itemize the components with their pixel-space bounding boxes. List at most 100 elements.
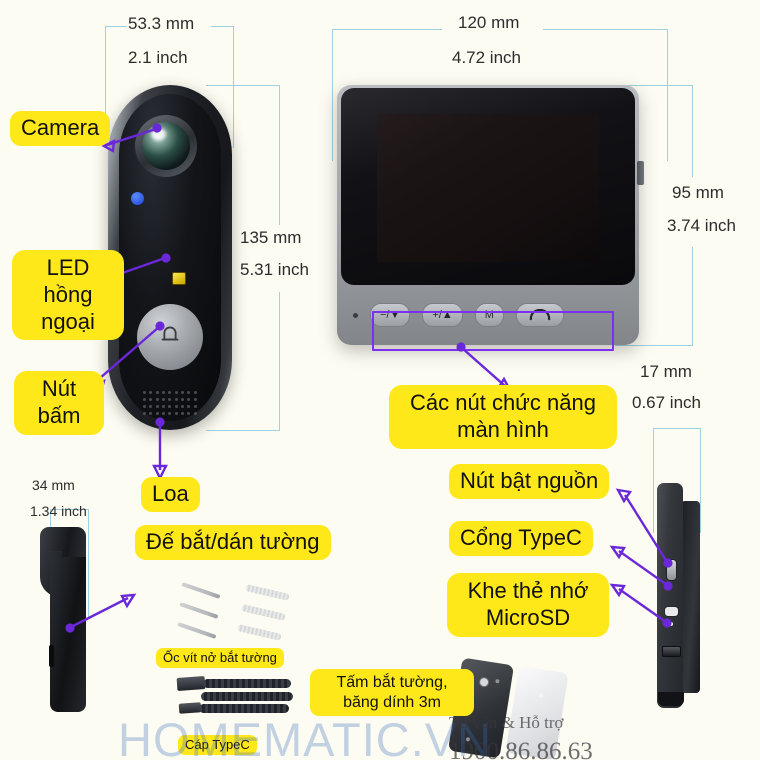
dim-monitor-depth-mm: 17 mm — [640, 362, 692, 381]
leader-typec — [618, 550, 668, 586]
volume-down-button[interactable]: −/▼ — [370, 303, 411, 327]
monitor-side-tab — [637, 161, 644, 185]
callout-microsd-line2: MicroSD — [485, 604, 571, 630]
infrared-led — [172, 272, 186, 285]
leader-microsd-arrow — [609, 583, 626, 598]
leader-press-button-dot — [155, 321, 165, 331]
leader-camera-dot — [152, 123, 162, 133]
power-indicator-led — [353, 312, 358, 318]
dim-monitor-width-inch: 4.72 inch — [452, 48, 521, 67]
monitor-front-view: −/▼ +/▲ M — [337, 85, 644, 345]
dim-monitor-width-mm: 120 mm — [458, 13, 520, 32]
microsd-slot-side — [662, 646, 681, 657]
call-button[interactable] — [515, 303, 564, 327]
callout-typec-port: Cổng TypeC — [449, 521, 593, 556]
callout-ir-led: LED hồng ngoại — [12, 250, 124, 341]
leader-wall-mount-arrow — [120, 593, 137, 609]
site-watermark: HOMEMATIC.VN — [118, 713, 493, 760]
callout-speaker: Loa — [141, 477, 200, 512]
dim-doorbell-width-left-tick — [105, 26, 106, 148]
bell-icon — [161, 326, 179, 341]
dim-doorbell-depth-inch: 1.34 inch — [30, 503, 87, 519]
leader-power-button — [623, 494, 669, 563]
support-label: Tư vấn & Hỗ trợ — [449, 713, 564, 732]
callout-press-button: Nút bấm — [14, 371, 104, 435]
callout-wall-plate-line1: Tấm bắt tường, — [336, 674, 448, 691]
monitor-bezel — [341, 88, 635, 285]
callout-press-button-line1: Nút — [41, 376, 77, 401]
callout-microsd: Khe thẻ nhớ MicroSD — [447, 573, 609, 637]
dim-doorbell-height-top-rule — [206, 85, 280, 86]
dim-doorbell-depth-right-tick — [88, 509, 89, 617]
callout-ir-led-line3: ngoại — [41, 308, 95, 334]
callout-cable: Cáp TypeC — [178, 735, 257, 755]
leader-speaker-dot — [155, 417, 165, 427]
dim-monitor-width-rule-right — [543, 29, 667, 30]
dim-monitor-height-rule-upper — [692, 85, 693, 177]
leader-typec-arrow — [609, 545, 626, 560]
dim-monitor-height-mm: 95 mm — [672, 183, 724, 202]
dim-monitor-height-rule-lower — [692, 247, 693, 345]
monitor-side-foot — [658, 692, 684, 706]
leader-monitor-buttons — [461, 347, 506, 387]
dim-doorbell-height-mm: 135 mm — [240, 228, 302, 247]
dim-monitor-height-inch: 3.74 inch — [667, 216, 736, 235]
leader-monitor-buttons-dot — [456, 342, 466, 352]
cable-coil — [201, 692, 293, 701]
leader-ir-led-dot — [161, 253, 171, 263]
phone-handset-icon — [529, 309, 551, 321]
monitor-buttons-highlight-box — [372, 311, 614, 351]
monitor-side-front-shell — [657, 483, 683, 708]
doorbell-side-body — [50, 557, 86, 712]
callout-press-button-line2: bấm — [37, 402, 81, 428]
support-phone: 1900.86.86.63 — [449, 737, 593, 760]
dim-doorbell-width-rule-right — [211, 26, 233, 27]
dim-doorbell-depth-rule — [50, 509, 88, 510]
dim-monitor-depth-rule — [653, 428, 700, 429]
dim-monitor-width-left-tick — [332, 29, 333, 161]
leader-microsd — [618, 588, 667, 623]
dim-monitor-width-right-tick — [667, 29, 668, 161]
cable-coil — [199, 704, 289, 713]
dim-doorbell-width-right-tick — [233, 26, 234, 148]
leader-typec-dot — [663, 581, 673, 591]
monitor-side-view — [657, 483, 701, 708]
dim-doorbell-width-mm: 53.3 mm — [128, 14, 195, 33]
power-button-side[interactable] — [666, 559, 677, 581]
dim-monitor-depth-left-tick — [653, 428, 654, 533]
callout-wall-mount: Đế bắt/dán tường — [135, 525, 331, 560]
dim-doorbell-width-inch: 2.1 inch — [128, 48, 188, 67]
monitor-side-rear-shell — [681, 501, 700, 693]
cable-coil — [203, 679, 291, 688]
leader-speaker-arrow — [152, 464, 168, 481]
callout-monitor-buttons-line2: màn hình — [457, 416, 549, 442]
callout-wall-plate: Tấm bắt tường, băng dính 3m — [310, 669, 474, 717]
menu-button[interactable]: M — [474, 303, 504, 327]
callout-monitor-buttons-line1: Các nút chức năng — [410, 390, 596, 415]
dim-monitor-depth-inch: 0.67 inch — [632, 393, 701, 412]
dim-doorbell-height-inch: 5.31 inch — [240, 260, 309, 279]
doorbell-speaker-grille — [142, 390, 198, 416]
leader-camera — [103, 127, 157, 148]
callout-ir-led-line1: LED — [46, 255, 90, 280]
leader-press-button — [91, 326, 160, 386]
dim-monitor-depth-right-tick — [700, 428, 701, 533]
leader-power-button-dot — [663, 558, 673, 568]
dim-doorbell-height-rule-lower — [279, 292, 280, 430]
dim-doorbell-width-rule-left — [105, 26, 127, 27]
leader-camera-arrow — [101, 138, 116, 153]
leader-power-button-arrow — [615, 488, 633, 504]
typec-port-side — [664, 606, 679, 617]
callout-camera: Camera — [10, 111, 111, 146]
leader-microsd-dot — [662, 618, 672, 628]
doorbell-side-notch — [49, 645, 54, 667]
doorbell-side-view — [40, 527, 86, 712]
dim-monitor-height-top-rule — [615, 85, 693, 86]
dim-monitor-height-bottom-rule — [615, 345, 693, 346]
monitor-screen — [377, 114, 599, 262]
callout-screws: Ốc vít nở bắt tường — [156, 648, 284, 668]
leader-wall-mount — [70, 596, 129, 629]
callout-wall-plate-line2: băng dính 3m — [343, 693, 441, 711]
